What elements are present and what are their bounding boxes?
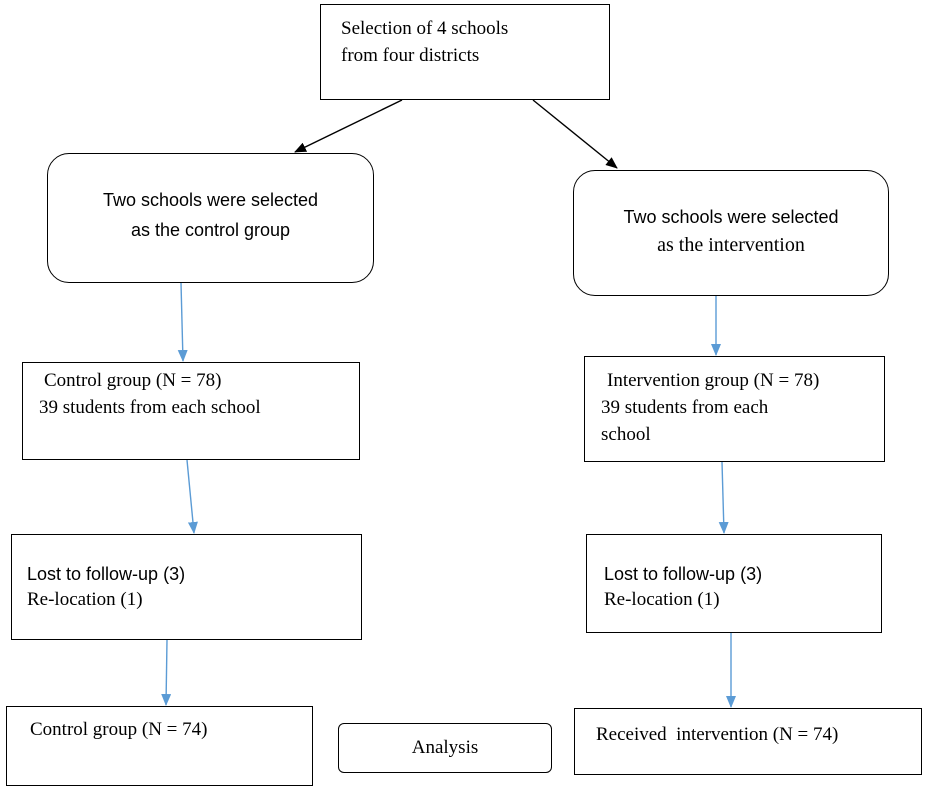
intervention-group-box: Intervention group (N = 78) 39 students …: [584, 356, 885, 462]
intervention-final-label: Received intervention (N = 74): [596, 724, 839, 745]
control-selected-line-2: as the control group: [130, 220, 291, 240]
control-group-line-1: Control group (N = 78): [44, 370, 222, 391]
arrow-intervention-group-to-lost: [718, 461, 729, 534]
arrow-top-to-intervention: [532, 99, 618, 169]
intervention-selected-line-2: as the intervention: [657, 234, 805, 256]
control-group-box: Control group (N = 78) 39 students from …: [22, 362, 360, 460]
intervention-lost-box: Lost to follow-up (3) Re-location (1): [586, 534, 882, 633]
control-group-line-2: 39 students from each school: [39, 397, 261, 418]
control-lost-box: Lost to follow-up (3) Re-location (1): [11, 534, 362, 640]
control-selected-box: Two schools were selected as the control…: [47, 153, 374, 283]
analysis-box: Analysis: [338, 723, 552, 773]
control-lost-line-1: Lost to follow-up (3): [27, 564, 186, 584]
selection-box: Selection of 4 schools from four distric…: [320, 4, 610, 100]
control-lost-line-2: Re-location (1): [27, 589, 143, 610]
intervention-selected-box: Two schools were selected as the interve…: [573, 170, 889, 296]
intervention-lost-line-2: Re-location (1): [604, 589, 720, 610]
intervention-group-line-1: Intervention group (N = 78): [607, 370, 820, 391]
intervention-group-line-2: 39 students from each: [601, 397, 769, 418]
intervention-selected-line-1: Two schools were selected: [623, 207, 839, 227]
intervention-final-box: Received intervention (N = 74): [574, 708, 922, 775]
analysis-label: Analysis: [411, 737, 479, 758]
arrow-control-lost-to-final: [161, 639, 172, 706]
arrow-control-group-to-lost: [186, 459, 198, 534]
control-final-label: Control group (N = 74): [30, 719, 208, 740]
selection-text-line-1: Selection of 4 schools: [341, 18, 509, 39]
control-final-box: Control group (N = 74): [6, 706, 313, 786]
intervention-group-line-3: school: [601, 424, 651, 445]
control-selected-line-1: Two schools were selected: [102, 190, 319, 210]
intervention-lost-line-1: Lost to follow-up (3): [604, 564, 763, 584]
selection-text-line-2: from four districts: [341, 45, 480, 66]
arrow-top-to-control: [294, 99, 403, 153]
arrow-control-selected-to-group: [177, 282, 188, 362]
